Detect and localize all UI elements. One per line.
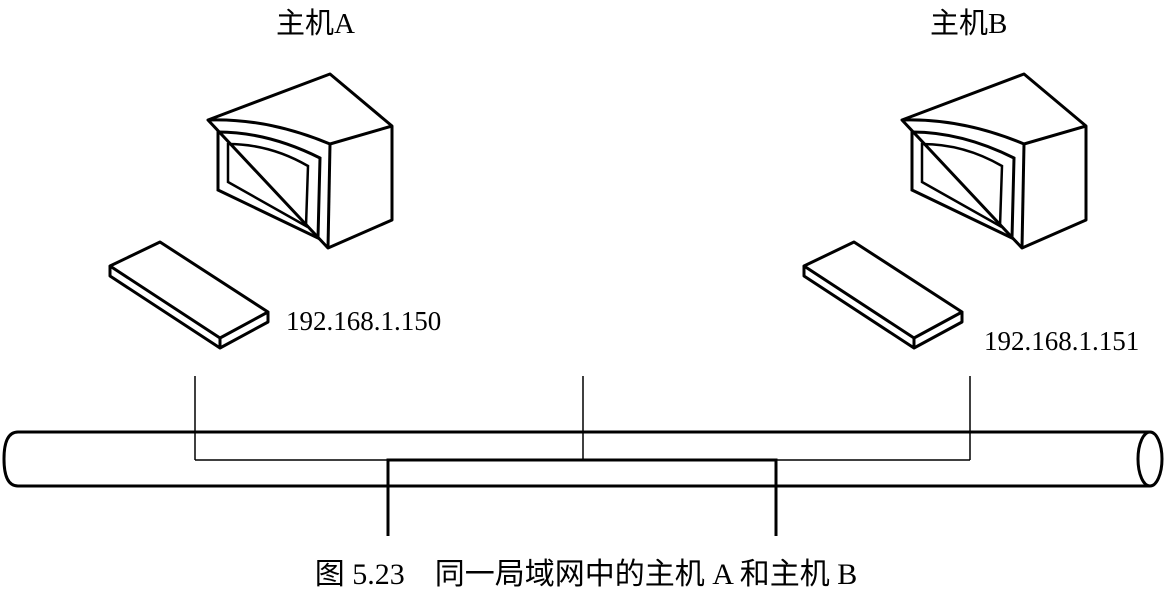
figure-caption: 图 5.23 同一局域网中的主机 A 和主机 B [314,558,858,591]
connection-lines [194,376,971,536]
host-b-ip: 192.168.1.151 [984,326,1140,356]
host-a-ip: 192.168.1.150 [286,306,442,336]
host-b-title: 主机B [930,8,1008,40]
host-a-title: 主机A [276,8,355,40]
computer-icon-host-b [802,72,1088,350]
